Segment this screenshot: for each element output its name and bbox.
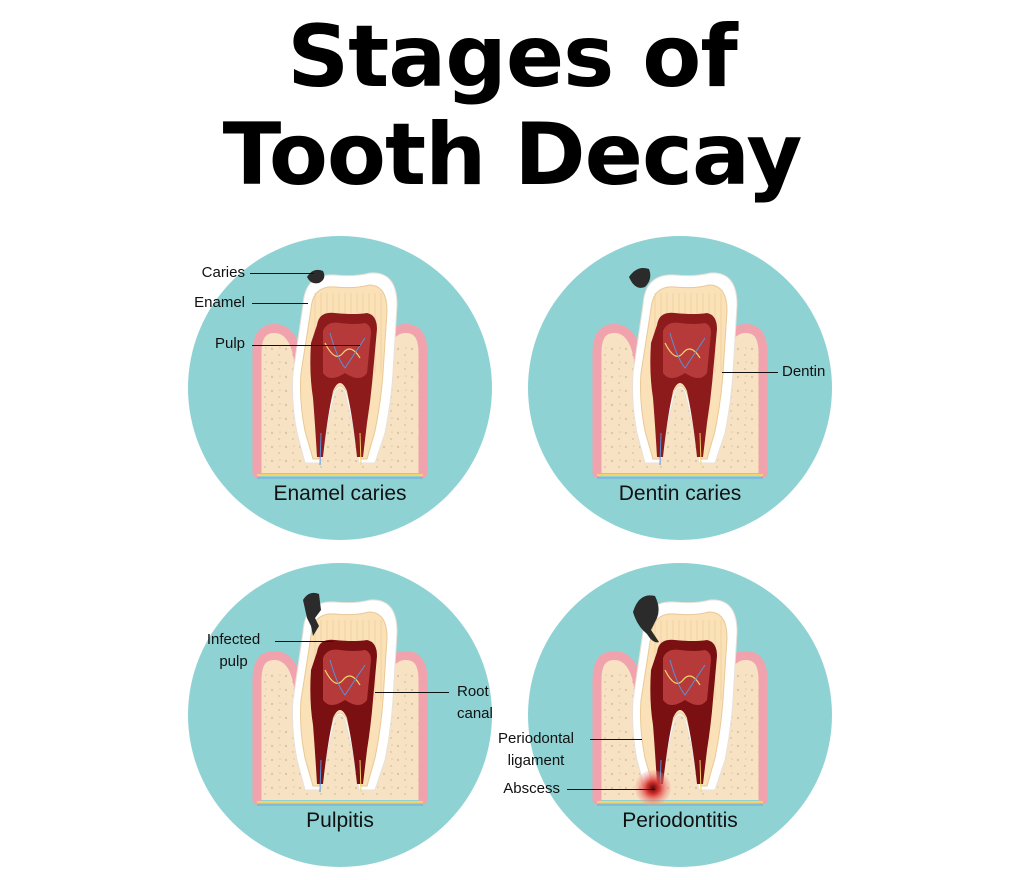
page-title-line-2: Tooth Decay bbox=[222, 105, 803, 205]
leader-line-infected-pulp bbox=[275, 641, 333, 642]
tooth-diagram bbox=[188, 236, 492, 540]
leader-line-dentin bbox=[722, 372, 778, 373]
label-enamel: Enamel bbox=[194, 294, 245, 311]
label-root: Root bbox=[457, 683, 489, 700]
leader-line-pulp bbox=[252, 345, 360, 346]
leader-line-periodontal-ligament bbox=[590, 739, 642, 740]
label-dentin: Dentin bbox=[782, 363, 826, 380]
leader-line-abscess bbox=[567, 789, 655, 790]
label-periodontal: Periodontal bbox=[498, 730, 574, 747]
label-ligament: ligament bbox=[507, 752, 565, 769]
leader-line-root-canal bbox=[375, 692, 449, 693]
leader-line-enamel bbox=[252, 303, 308, 304]
panel-periodontitis: Periodontitis bbox=[525, 560, 835, 870]
caption-periodontitis: Periodontitis bbox=[622, 809, 738, 832]
tooth-diagram bbox=[528, 563, 832, 867]
page-title-line-1: Stages of bbox=[287, 7, 738, 107]
tooth-enamel-caries-illustration bbox=[188, 236, 492, 540]
panel-dentin-caries: Dentin caries bbox=[525, 233, 835, 543]
tooth-periodontitis-illustration bbox=[528, 563, 832, 867]
label-infected: Infected bbox=[206, 631, 261, 648]
caption-pulpitis: Pulpitis bbox=[306, 809, 374, 832]
label-pulp-2: pulp bbox=[219, 653, 248, 670]
label-canal: canal bbox=[457, 705, 493, 722]
label-caries: Caries bbox=[201, 264, 245, 281]
leader-line-caries bbox=[250, 273, 314, 274]
tooth-pulpitis-illustration bbox=[188, 563, 492, 867]
tooth-dentin-caries-illustration bbox=[528, 236, 832, 540]
panel-pulpitis: Pulpitis bbox=[185, 560, 495, 870]
caption-dentin-caries: Dentin caries bbox=[618, 482, 742, 505]
label-abscess: Abscess bbox=[503, 780, 560, 797]
panel-enamel-caries: Enamel caries bbox=[185, 233, 495, 543]
label-pulp: Pulp bbox=[214, 335, 245, 352]
tooth-diagram bbox=[528, 236, 832, 540]
caption-enamel-caries: Enamel caries bbox=[273, 482, 407, 505]
tooth-diagram bbox=[188, 563, 492, 867]
